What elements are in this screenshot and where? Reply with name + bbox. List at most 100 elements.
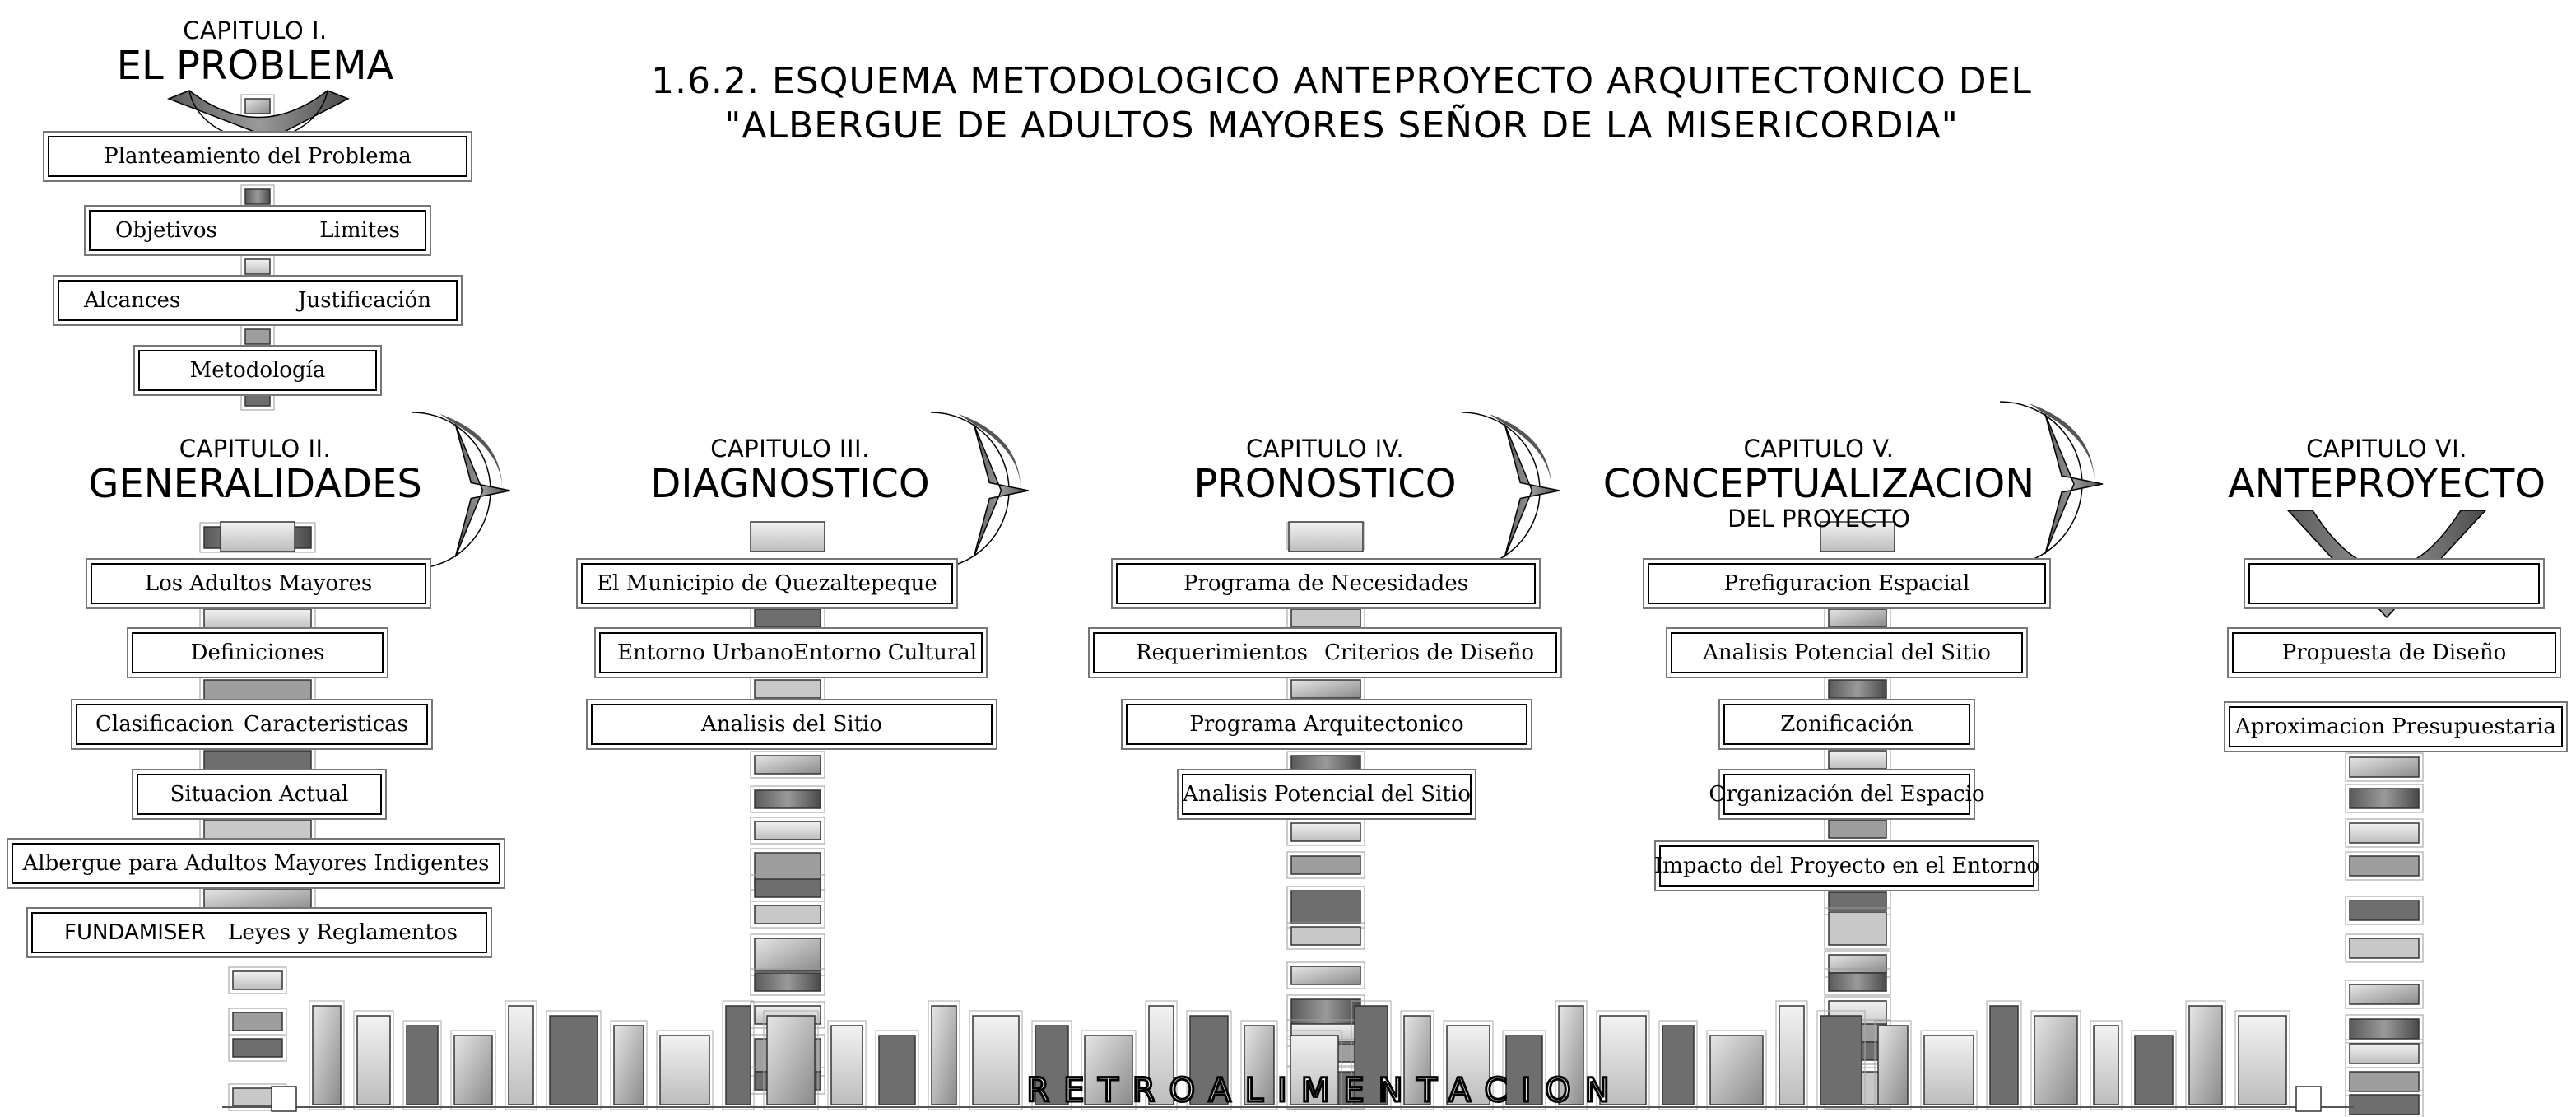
connector-tile: [2349, 756, 2420, 778]
connector-tile: [754, 679, 821, 699]
column-head-tile: [1288, 521, 1364, 552]
feedback-end-tile: [271, 1086, 297, 1112]
box-definiciones: Definiciones: [132, 632, 384, 673]
feedback-tile: [1148, 1005, 1174, 1105]
feedback-tile-frame: [1286, 1030, 1342, 1110]
feedback-tile-frame: [1186, 1010, 1232, 1110]
feedback-tile-frame: [309, 1000, 345, 1110]
connector-tile: [1290, 890, 1361, 924]
feedback-tile-frame: [1145, 1000, 1178, 1110]
connector-tile: [754, 938, 821, 972]
chapter-5-heading: CAPITULO V. CONCEPTUALIZACION DEL PROYEC…: [1588, 435, 2049, 532]
connector-tile-frame: [2345, 1014, 2424, 1044]
feedback-tile-frame: [1596, 1010, 1650, 1110]
connector-tile: [244, 258, 271, 275]
feedback-tile: [2093, 1025, 2119, 1105]
feedback-tile-frame: [827, 1020, 867, 1110]
connector-tile-frame: [1824, 968, 1891, 996]
connector-tile-frame: [240, 254, 275, 279]
feedback-label: RETROALIMENTACION: [1025, 1072, 1624, 1110]
feedback-tile-frame: [1986, 1000, 2022, 1110]
feedback-tile: [1923, 1035, 1974, 1105]
feedback-tile-frame: [969, 1010, 1023, 1110]
feedback-tile-frame: [875, 1030, 919, 1110]
feedback-tile-frame: [2185, 1000, 2226, 1110]
connector-tile: [232, 1038, 283, 1058]
main-title-line2: "ALBERGUE DE ADULTOS MAYORES SEÑOR DE LA…: [724, 105, 1959, 147]
connector-tile: [1828, 819, 1887, 839]
chapter-6-label: CAPITULO VI.: [2306, 435, 2467, 463]
connector-tile: [754, 972, 821, 992]
connector-tile: [2349, 1043, 2420, 1064]
connector-tile-frame: [750, 901, 825, 929]
feedback-tile: [1290, 1035, 1339, 1105]
feedback-tile-frame: [402, 1020, 442, 1110]
feedback-tile-frame: [2090, 1020, 2123, 1110]
connector-tile: [1828, 911, 1887, 946]
connector-tile: [203, 750, 312, 773]
arrow-tip: [973, 423, 1029, 558]
feedback-tile: [931, 1005, 957, 1105]
feedback-tile-frame: [1443, 1020, 1494, 1110]
connector-tile-frame: [750, 604, 825, 632]
box-planteamiento: Planteamiento del Problema: [48, 136, 467, 177]
connector-tile-frame: [240, 324, 275, 349]
connector-tile: [2349, 1018, 2420, 1040]
connector-tile: [1828, 679, 1887, 699]
connector-tile: [754, 789, 821, 809]
feedback-tile-frame: [1920, 1030, 1978, 1110]
feedback-tile: [549, 1015, 598, 1105]
connector-tile-frame: [2345, 896, 2424, 925]
feedback-tile: [1505, 1035, 1543, 1105]
feedback-tile: [312, 1005, 342, 1105]
feedback-tile: [2188, 1005, 2223, 1105]
feedback-tile: [2034, 1015, 2078, 1105]
connector-tile-frame: [2345, 933, 2424, 963]
connector-tile-frame: [1286, 604, 1365, 632]
box-albergue-indigentes: Albergue para Adultos Mayores Indigentes: [12, 843, 500, 884]
connector-tile-frame: [750, 785, 825, 813]
arrow-shadow: [1489, 413, 1552, 491]
chapter-3-name: DIAGNOSTICO: [650, 461, 930, 507]
feedback-tile-frame: [1775, 1000, 1808, 1110]
feedback-tile: [725, 1005, 751, 1105]
connector-tile: [754, 608, 821, 628]
connector-tile: [203, 608, 312, 631]
connector-tile: [244, 98, 271, 114]
connector-tile-frame: [228, 1034, 287, 1062]
box-programa-necesidades: Programa de Necesidades: [1116, 563, 1536, 604]
feedback-tile: [766, 1015, 816, 1105]
feedback-tile: [406, 1025, 439, 1105]
column-head-tile: [220, 521, 295, 552]
connector-tile-frame: [750, 817, 825, 845]
connector-tile-frame: [1824, 746, 1891, 774]
connector-tile: [754, 755, 821, 775]
feedback-tile: [1354, 1005, 1388, 1105]
feedback-tile: [2238, 1015, 2287, 1105]
chapter-arrow: [930, 412, 1029, 570]
box-municipio: El Municipio de Quezaltepeque: [581, 563, 953, 604]
arrow-shadow: [958, 413, 1021, 491]
box-metodologia: Metodología: [138, 350, 377, 391]
feedback-tile: [972, 1015, 1020, 1105]
feedback-tile-frame: [546, 1010, 602, 1110]
box-situacion-actual: Situacion Actual: [137, 774, 382, 815]
connector-tile: [203, 819, 312, 842]
feedback-tile-frame: [1555, 1000, 1588, 1110]
connector-tile: [203, 888, 312, 911]
connector-tile: [1828, 954, 1887, 974]
connector-tile-frame: [2345, 818, 2424, 848]
feedback-tile: [508, 1005, 534, 1105]
feedback-tile: [356, 1015, 391, 1105]
connector-tile: [232, 1012, 283, 1031]
box-aproximacion-presupuestaria: Aproximacion Presupuestaria: [2229, 706, 2563, 747]
feedback-tile-frame: [505, 1000, 537, 1110]
connector-tile-frame: [2345, 752, 2424, 782]
connector-tile: [244, 328, 271, 345]
box-analisis-potencial-c4: Analisis Potencial del Sitio: [1182, 774, 1472, 815]
connector-tile: [1290, 966, 1361, 985]
